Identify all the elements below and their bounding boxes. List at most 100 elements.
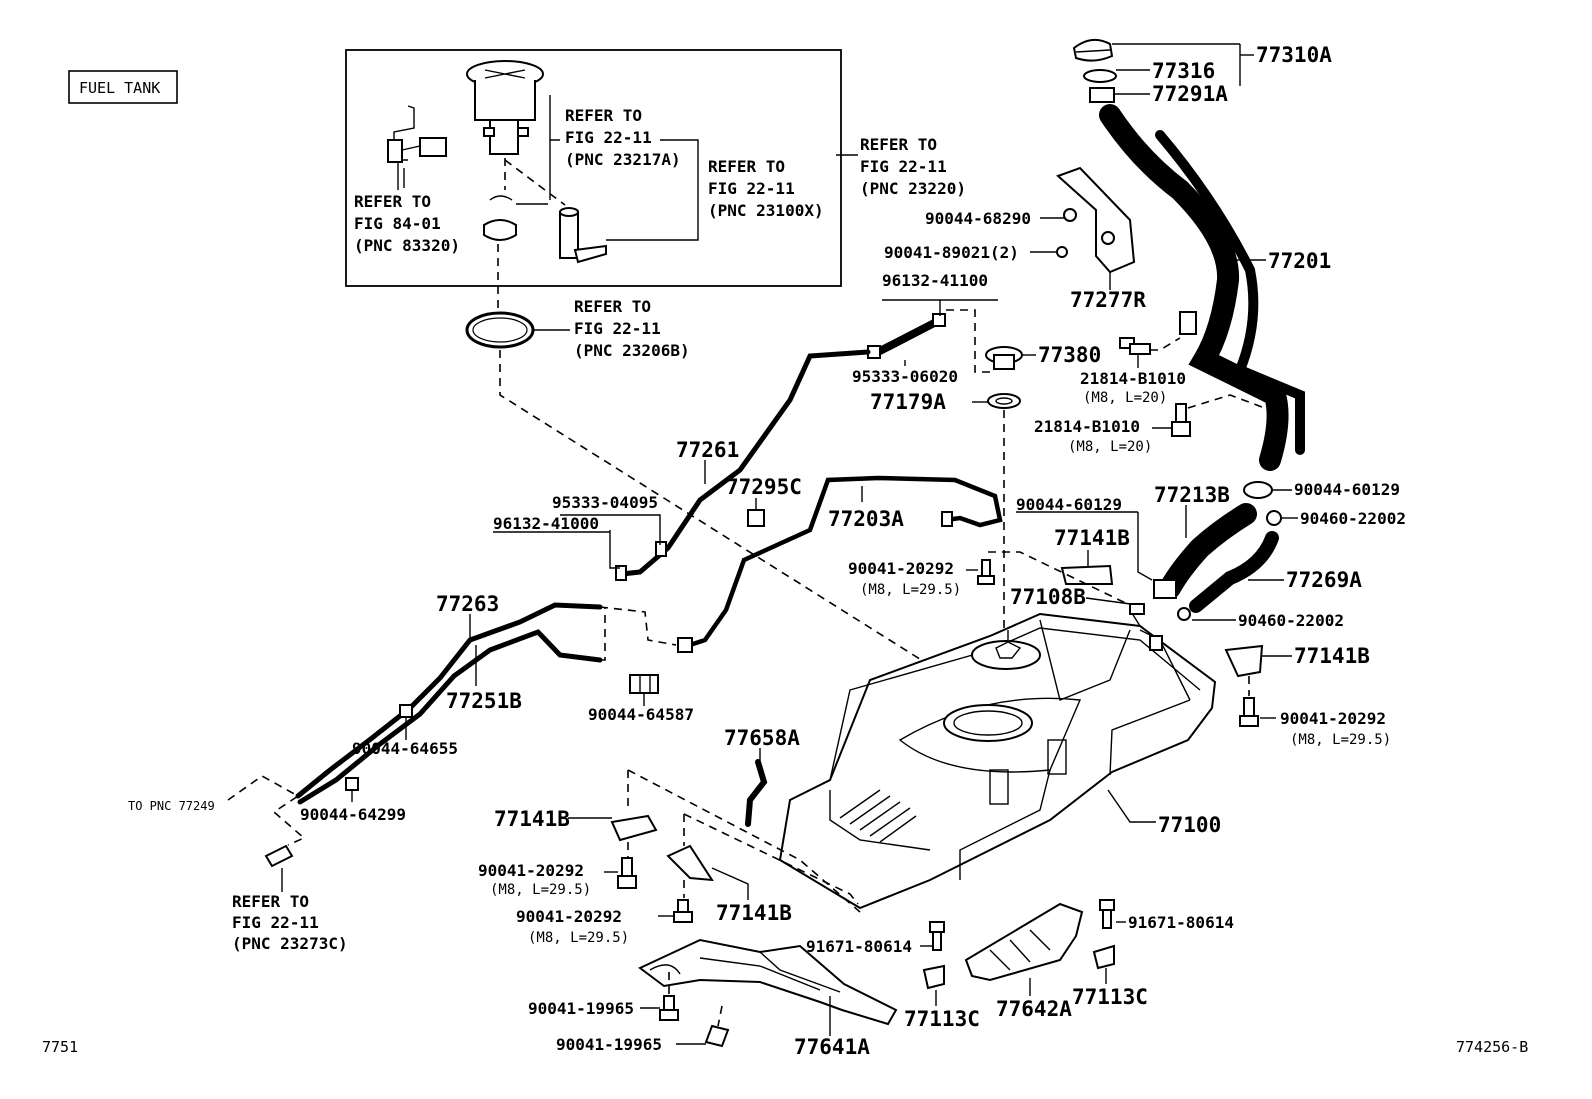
part-95333-06020: 95333-06020: [852, 367, 958, 386]
part-21814-b1010-a: 21814-B1010: [1080, 369, 1186, 388]
part-90041-19965-b: 90041-19965: [556, 1035, 662, 1054]
part-21814-b1010-b-spec: (M8, L=20): [1068, 439, 1152, 455]
filler-pipe-drawing: [1099, 104, 1305, 471]
vent-hose-drawing: [867, 313, 946, 359]
fuel-tube-77203a-drawing: [677, 475, 1003, 653]
part-77295c: 77295C: [726, 475, 802, 499]
note-23100x-l2: FIG 22-11: [708, 179, 795, 198]
fuel-line-77261-drawing: [615, 349, 871, 581]
note-23206b-l1: REFER TO: [574, 297, 651, 316]
part-90041-20292-c: 90041-20292: [478, 861, 584, 880]
note-23206b-l2: FIG 22-11: [574, 319, 661, 338]
part-77310a: 77310A: [1256, 43, 1332, 67]
part-21814-b1010-a-spec: (M8, L=20): [1083, 390, 1167, 406]
part-90041-20292-b-spec: (M8, L=29.5): [1290, 732, 1391, 748]
figure-code: 774256-B: [1456, 1038, 1528, 1056]
fuel-filter-drawing: [483, 195, 607, 264]
fuel-sender-gauge-drawing: [387, 105, 447, 190]
part-77201: 77201: [1268, 249, 1331, 273]
part-90041-89021: 90041-89021(2): [884, 243, 1019, 262]
bolt-90041-19965-b-drawing: [704, 1024, 730, 1048]
part-77108b: 77108B: [1010, 585, 1086, 609]
part-77380: 77380: [1038, 343, 1101, 367]
part-77251b: 77251B: [446, 689, 522, 713]
bolt-21814-b1010-a-drawing: [1119, 337, 1151, 355]
note-23100x-l1: REFER TO: [708, 157, 785, 176]
part-77269a: 77269A: [1286, 568, 1362, 592]
part-90044-60129-a: 90044-60129: [1294, 480, 1400, 499]
note-23273c-l2: FIG 22-11: [232, 913, 319, 932]
note-23273c-l3: (PNC 23273C): [232, 934, 348, 953]
bolt-91671-80614-a-drawing: [922, 921, 945, 990]
part-90044-60129-b: 90044-60129: [1016, 495, 1122, 514]
under-cover-77641a-drawing: [638, 938, 898, 1026]
part-77658a: 77658A: [724, 726, 800, 750]
part-90460-22002-b: 90460-22002: [1238, 611, 1344, 630]
bracket-77277r-drawing: [1056, 166, 1136, 274]
note-23206b-l3: (PNC 23206B): [574, 341, 690, 360]
vent-tube-77658a-drawing: [745, 759, 768, 827]
part-96132-41000: 96132-41000: [493, 514, 599, 533]
part-77179a: 77179A: [870, 390, 946, 414]
page-code: 7751: [42, 1038, 78, 1056]
under-cover-77642a-drawing: [964, 902, 1084, 982]
fuel-pump-inset-frame: [345, 49, 842, 287]
vent-valve-77380-drawing: [985, 346, 1023, 370]
note-23220-l1: REFER TO: [860, 135, 937, 154]
note-fig-84-01-l1: REFER TO: [354, 192, 431, 211]
note-23100x-l3: (PNC 23100X): [708, 201, 824, 220]
part-91671-80614-a: 91671-80614: [806, 937, 912, 956]
part-77263: 77263: [436, 592, 499, 616]
part-90041-19965-a: 90041-19965: [528, 999, 634, 1018]
part-77641a: 77641A: [794, 1035, 870, 1059]
protector-77141b-d-drawing: [666, 844, 714, 923]
part-90460-22002-a: 90460-22002: [1300, 509, 1406, 528]
protector-77141b-a-drawing: [1060, 564, 1114, 585]
note-23217a-l3: (PNC 23217A): [565, 150, 681, 169]
part-90044-68290: 90044-68290: [925, 209, 1031, 228]
bolt-91671-80614-b-drawing: [1092, 899, 1115, 970]
filler-hose-77213b-drawing: [1153, 481, 1282, 599]
clamp-90044-64587-drawing: [629, 674, 659, 694]
part-90041-20292-a: 90041-20292: [848, 559, 954, 578]
part-90044-64587: 90044-64587: [588, 705, 694, 724]
part-77277r: 77277R: [1070, 288, 1146, 312]
part-77113c-b: 77113C: [1072, 985, 1148, 1009]
part-77213b: 77213B: [1154, 483, 1230, 507]
fuel-cap-drawing: [1072, 38, 1117, 103]
part-77141b-c: 77141B: [494, 807, 570, 831]
part-90044-64655: 90044-64655: [352, 739, 458, 758]
bolt-90041-19965-a-drawing: [659, 995, 679, 1021]
title-box: [68, 70, 178, 104]
diagram-title: FUEL TANK: [79, 79, 160, 97]
part-90041-20292-d: 90041-20292: [516, 907, 622, 926]
breather-hose-77269a-drawing: [1177, 531, 1279, 621]
gasket-77179a-drawing: [987, 393, 1021, 409]
part-96132-41100: 96132-41100: [882, 271, 988, 290]
part-95333-04095: 95333-04095: [552, 493, 658, 512]
part-77261: 77261: [676, 438, 739, 462]
bolt-90041-20292-a-drawing: [977, 559, 995, 585]
part-77141b-a: 77141B: [1054, 526, 1130, 550]
part-77141b-b: 77141B: [1294, 644, 1370, 668]
fuel-pump-module-drawing: [466, 60, 544, 155]
part-77141b-d: 77141B: [716, 901, 792, 925]
part-90044-64299: 90044-64299: [300, 805, 406, 824]
note-23220-l3: (PNC 23220): [860, 179, 966, 198]
part-90041-20292-d-spec: (M8, L=29.5): [528, 930, 629, 946]
fuel-lines-77263-77251b-drawing: [295, 602, 603, 805]
part-77113c-a: 77113C: [904, 1007, 980, 1031]
protector-77141b-c-drawing: [610, 814, 658, 889]
part-21814-b1010-b: 21814-B1010: [1034, 417, 1140, 436]
clamp-77295c-drawing: [747, 509, 765, 527]
note-23217a-l1: REFER TO: [565, 106, 642, 125]
bolt-21814-b1010-b-drawing: [1171, 403, 1191, 437]
part-90041-20292-a-spec: (M8, L=29.5): [860, 582, 961, 598]
clamp-90044-64299-drawing: [345, 777, 359, 791]
protector-77141b-b-drawing: [1224, 644, 1264, 727]
part-77642a: 77642A: [996, 997, 1072, 1021]
part-77100: 77100: [1158, 813, 1221, 837]
note-23217a-l2: FIG 22-11: [565, 128, 652, 147]
connector-23273c-drawing: [264, 844, 294, 868]
